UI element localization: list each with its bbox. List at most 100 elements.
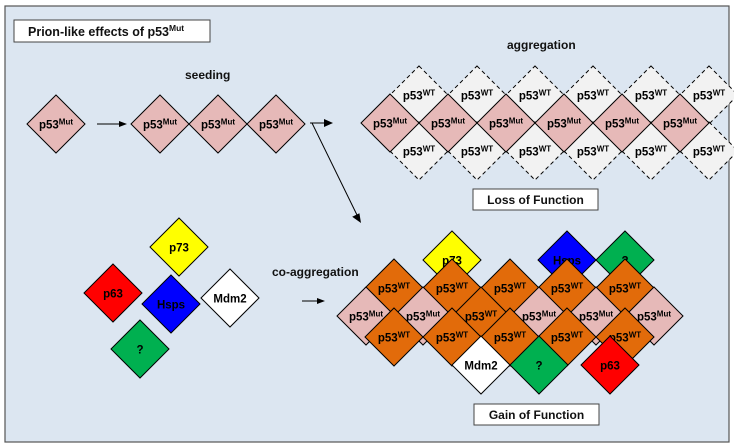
partner-mdm2-shape <box>200 268 260 328</box>
gain-wt-5-label: p53WT <box>436 282 468 296</box>
seed-single-p53mut-shape <box>26 94 86 154</box>
partner-hsps-label: Hsps <box>157 300 185 312</box>
agg-middle-p53mut-1-label: p53Mut <box>373 117 407 131</box>
gain-p63-22: p63 <box>580 335 640 395</box>
gain-wt-17-label: p53WT <box>494 331 526 345</box>
agg-middle-p53mut-3-label: p53Mut <box>489 117 523 131</box>
gain-wt-15: p53WT <box>364 307 424 367</box>
partner-unknown: ? <box>110 319 170 379</box>
agg-middle-p53mut-3: p53Mut <box>476 93 536 153</box>
agg-middle-p53mut-2-label: p53Mut <box>431 117 465 131</box>
gain-wt-11-label: p53WT <box>465 310 497 324</box>
partner-mdm2-label: Mdm2 <box>213 294 246 306</box>
seed-chain-p53mut-3-shape <box>246 94 306 154</box>
gain-diagonal-arrow <box>311 122 358 216</box>
seeding-arrowhead <box>119 121 127 127</box>
agg-bottom-p53wt-2-label: p53WT <box>461 145 493 159</box>
gain-wt-7-label: p53WT <box>551 282 583 296</box>
agg-bottom-p53wt-5-label: p53WT <box>635 145 667 159</box>
agg-top-p53wt-6-shape <box>679 65 734 125</box>
co-aggregation-arrowhead <box>317 298 325 304</box>
partner-p73-shape <box>149 217 209 277</box>
agg-top-p53wt-6-label: p53WT <box>693 89 725 103</box>
gain-unknown-21-shape <box>509 335 569 395</box>
agg-middle-p53mut-6: p53Mut <box>650 93 710 153</box>
agg-top-p53wt-2-label: p53WT <box>461 89 493 103</box>
agg-middle-p53mut-6-shape <box>650 93 710 153</box>
agg-middle-p53mut-1: p53Mut <box>360 93 420 153</box>
gain-of-function-box: Gain of Function <box>473 403 600 426</box>
agg-top-p53wt-1-label: p53WT <box>403 89 435 103</box>
agg-bottom-p53wt-3-label: p53WT <box>519 145 551 159</box>
seed-single-p53mut: p53Mut <box>26 94 86 154</box>
gain-wt-6-label: p53WT <box>494 282 526 296</box>
partner-hsps-shape <box>141 274 201 334</box>
agg-middle-p53mut-5-label: p53Mut <box>605 117 639 131</box>
gain-wt-15-shape <box>364 307 424 367</box>
aggregation-arrowhead <box>324 119 333 127</box>
partner-p63: p63 <box>83 263 143 323</box>
agg-bottom-p53wt-6-label: p53WT <box>693 145 725 159</box>
diagram-title: Prion-like effects of p53Mut <box>28 23 184 39</box>
agg-top-p53wt-6: p53WT <box>679 65 734 125</box>
seed-chain-p53mut-3: p53Mut <box>246 94 306 154</box>
agg-middle-p53mut-5: p53Mut <box>592 93 652 153</box>
seed-chain-p53mut-1-shape <box>130 94 190 154</box>
gain-mut-10-label: p53Mut <box>406 310 440 324</box>
gain-wt-15-label: p53WT <box>378 331 410 345</box>
gain-wt-18-label: p53WT <box>551 331 583 345</box>
seed-single-p53mut-label: p53Mut <box>39 118 73 132</box>
partner-hsps: Hsps <box>141 274 201 334</box>
agg-top-p53wt-3-label: p53WT <box>519 89 551 103</box>
co-aggregation-label: co-aggregation <box>272 265 359 279</box>
loss-of-function-box: Loss of Function <box>472 188 599 211</box>
agg-middle-p53mut-3-shape <box>476 93 536 153</box>
aggregation-label: aggregation <box>507 38 576 52</box>
agg-top-p53wt-5-label: p53WT <box>635 89 667 103</box>
agg-middle-p53mut-4-shape <box>534 93 594 153</box>
agg-middle-p53mut-5-shape <box>592 93 652 153</box>
title-box: Prion-like effects of p53Mut <box>13 19 211 43</box>
partner-mdm2: Mdm2 <box>200 268 260 328</box>
partner-p63-shape <box>83 263 143 323</box>
seed-chain-p53mut-2: p53Mut <box>188 94 248 154</box>
gain-unknown-21: ? <box>509 335 569 395</box>
agg-top-p53wt-4-label: p53WT <box>577 89 609 103</box>
partner-p73: p73 <box>149 217 209 277</box>
seed-chain-p53mut-2-shape <box>188 94 248 154</box>
partner-p73-label: p73 <box>169 243 189 255</box>
agg-middle-p53mut-4: p53Mut <box>534 93 594 153</box>
arrows <box>97 119 361 304</box>
seed-chain-p53mut-1: p53Mut <box>130 94 190 154</box>
diamond-layer: p53Mut p53Mut p53Mut p53Mut p53WT p53WT p53WT p… <box>26 65 734 395</box>
seed-chain-p53mut-2-label: p53Mut <box>201 118 235 132</box>
gain-mut-14-label: p53Mut <box>637 310 671 324</box>
gain-mdm2-20: Mdm2 <box>451 335 511 395</box>
partner-unknown-shape <box>110 319 170 379</box>
agg-middle-p53mut-1-shape <box>360 93 420 153</box>
gain-mdm2-20-label: Mdm2 <box>464 361 497 373</box>
gain-diagonal-arrowhead <box>352 213 361 223</box>
gain-mut-13-label: p53Mut <box>579 310 613 324</box>
seeding-label: seeding <box>185 68 230 82</box>
agg-middle-p53mut-2-shape <box>418 93 478 153</box>
partner-p63-label: p63 <box>103 289 123 301</box>
gain-wt-8-label: p53WT <box>609 282 641 296</box>
gain-p63-22-shape <box>580 335 640 395</box>
gain-of-function-label: Gain of Function <box>489 408 584 422</box>
gain-wt-16-label: p53WT <box>436 331 468 345</box>
gain-unknown-21-label: ? <box>535 361 542 373</box>
seed-chain-p53mut-3-label: p53Mut <box>259 118 293 132</box>
partner-unknown-label: ? <box>136 345 143 357</box>
seed-chain-p53mut-1-label: p53Mut <box>143 118 177 132</box>
agg-bottom-p53wt-4-label: p53WT <box>577 145 609 159</box>
gain-p63-22-label: p63 <box>600 361 620 373</box>
gain-wt-4-label: p53WT <box>378 282 410 296</box>
agg-bottom-p53wt-1-label: p53WT <box>403 145 435 159</box>
agg-middle-p53mut-2: p53Mut <box>418 93 478 153</box>
gain-mdm2-20-shape <box>451 335 511 395</box>
agg-middle-p53mut-6-label: p53Mut <box>663 117 697 131</box>
agg-middle-p53mut-4-label: p53Mut <box>547 117 581 131</box>
gain-mut-12-label: p53Mut <box>522 310 556 324</box>
gain-mut-9-label: p53Mut <box>349 310 383 324</box>
